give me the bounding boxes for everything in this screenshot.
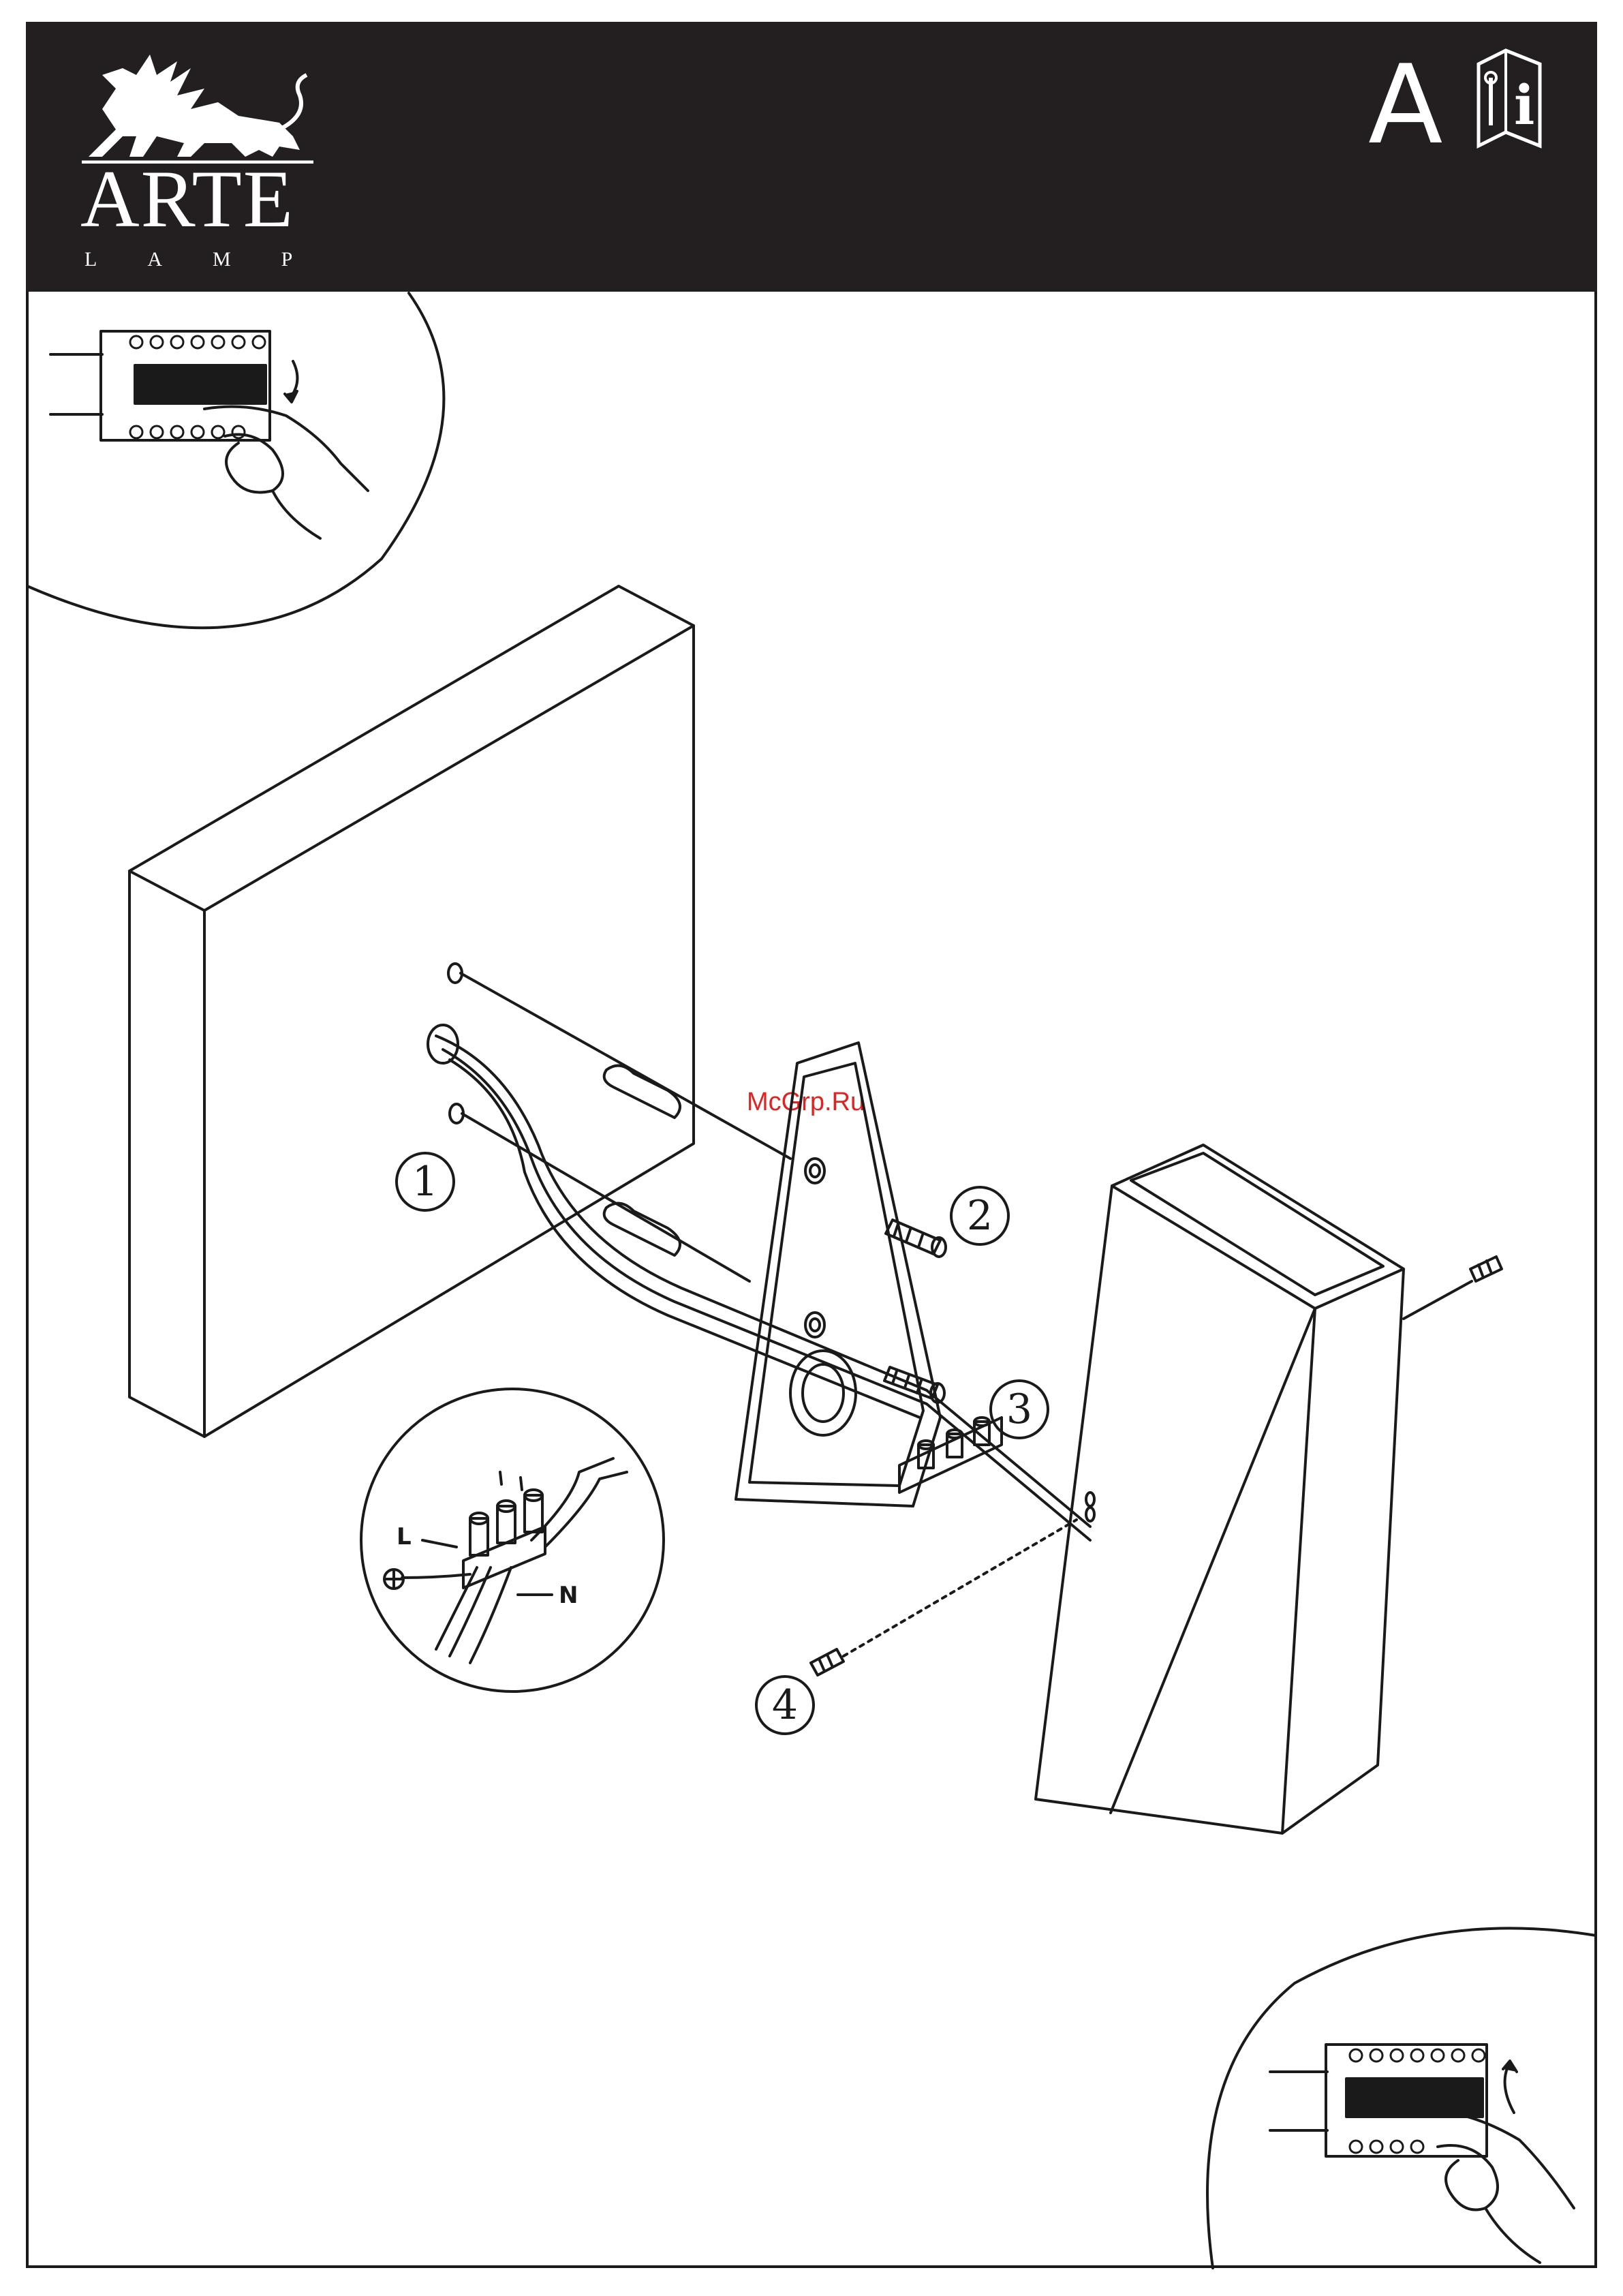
step-1-label: 1 <box>412 1158 438 1206</box>
step-1-marker: 1 <box>397 1153 454 1210</box>
grub-screw-top <box>1470 1257 1502 1281</box>
step-3-label: 3 <box>1006 1386 1032 1433</box>
step-2-marker: 2 <box>951 1187 1008 1244</box>
wall-block <box>129 586 694 1437</box>
wall-plugs <box>428 964 790 1281</box>
step-4-label: 4 <box>772 1681 798 1729</box>
step-2-label: 2 <box>967 1192 993 1240</box>
breaker-switch-on-icon <box>1207 1928 1596 2268</box>
grub-screw-bottom <box>811 1520 1077 1675</box>
mounting-bracket <box>736 1043 940 1506</box>
mains-wires <box>436 1036 1090 1540</box>
breaker-switch-off-icon <box>27 293 444 628</box>
step-4-marker: 4 <box>756 1677 814 1734</box>
step-3-marker: 3 <box>991 1381 1048 1438</box>
lamp-body <box>1036 1145 1472 1833</box>
earth-ground-icon <box>384 1570 403 1589</box>
live-wire-label: L <box>397 1523 412 1550</box>
neutral-wire-label: N <box>559 1582 578 1609</box>
